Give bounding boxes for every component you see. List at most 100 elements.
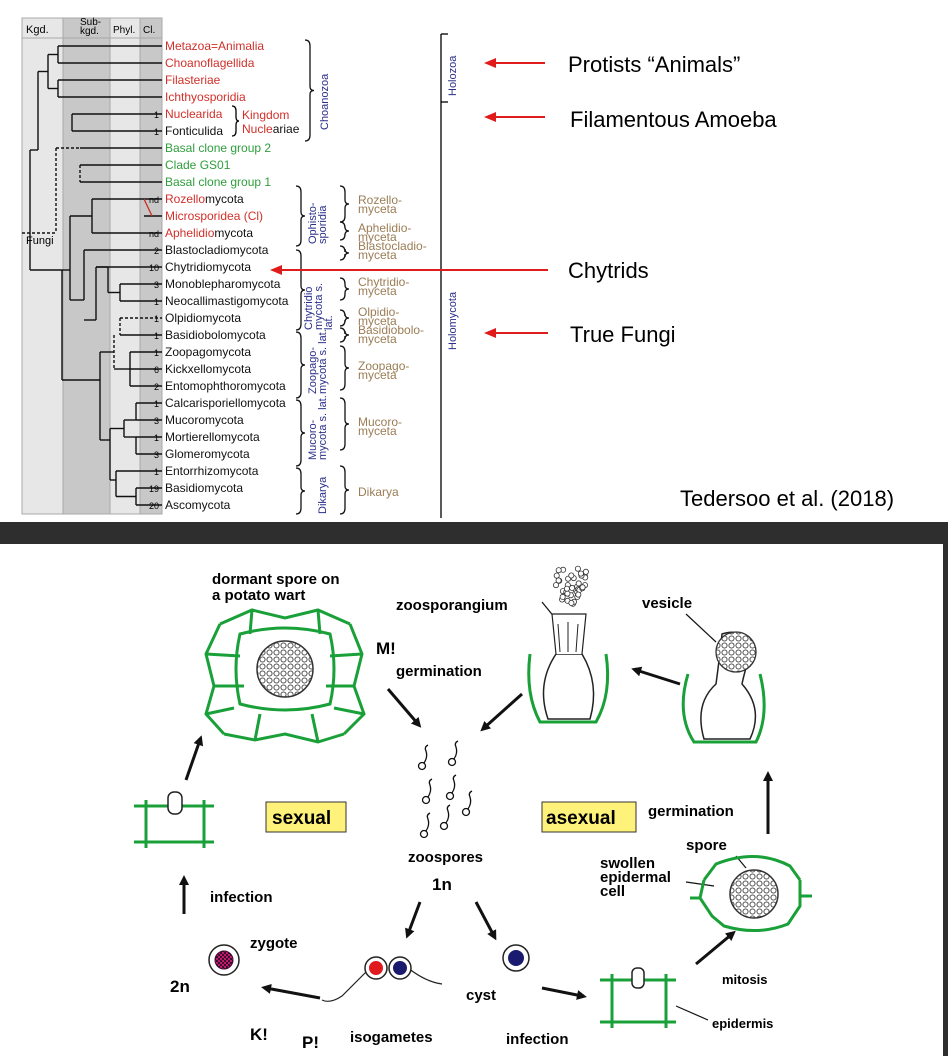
chytrids-arrow (270, 265, 548, 275)
infection-bottom-label: infection (506, 1031, 569, 1048)
taxon-count: 3 (154, 416, 159, 426)
germination-right-label: germination (648, 803, 734, 820)
protists-arrow (484, 58, 545, 68)
dikarya-vertical-label: Dikarya (317, 476, 329, 514)
taxon-label: Fonticulida (165, 124, 223, 138)
true-fungi-label: True Fungi (570, 322, 676, 347)
nucleariae-label: Nucleariae (242, 122, 300, 136)
isogametes-to-zygote-arrow (266, 988, 320, 998)
amoeba-label: Filamentous Amoeba (570, 107, 777, 132)
zoospores-icon (419, 741, 473, 838)
taxon-label: Basal clone group 1 (165, 175, 271, 189)
protists-label: Protists “Animals” (568, 52, 740, 77)
header-kgd: Kgd. (26, 24, 49, 36)
taxon-label: Aphelidiomycota (165, 226, 253, 240)
taxon-label: Ascomycota (165, 498, 231, 512)
taxon-label: Ichthyosporidia (165, 90, 246, 104)
fungi-label: Fungi (26, 235, 54, 247)
taxon-label: Basidiobolomycota (165, 328, 266, 342)
chytrids-label: Chytrids (568, 258, 649, 283)
sporangium-release-arrow (484, 694, 522, 728)
taxon-count: nd (149, 229, 159, 239)
group-name: Mucoro-myceta (358, 415, 402, 438)
group-name: Chytridio-myceta (358, 275, 409, 298)
ploidy-1n: 1n (432, 875, 452, 894)
group-name: Dikarya (358, 485, 399, 499)
epidermis-label: epidermis (712, 1016, 773, 1031)
taxon-count: 1 (154, 110, 159, 120)
cyst-label: cyst (466, 987, 496, 1004)
taxon-label: Kickxellomycota (165, 362, 251, 376)
taxon-count: 2 (154, 246, 159, 256)
choanozoa-label: Choanozoa (319, 73, 331, 130)
k-mark: K! (250, 1025, 268, 1044)
taxon-count: 1 (154, 127, 159, 137)
taxon-label: Rozellomycota (165, 192, 244, 206)
germination-arrow (388, 689, 418, 724)
zoosporangium-icon (529, 566, 608, 722)
vesicle-label: vesicle (642, 595, 692, 612)
zoopago-lat-label: Zoopago-mycota s. lat. (307, 329, 329, 394)
taxon-label: Filasteriae (165, 73, 221, 87)
taxon-label: Entorrhizomycota (165, 464, 259, 478)
sexual-label: sexual (272, 808, 331, 829)
citation: Tedersoo et al. (2018) (680, 486, 894, 511)
panel-separator (0, 522, 948, 544)
amoeba-arrow (484, 112, 545, 122)
taxon-label: Blastocladiomycota (165, 243, 269, 257)
isogametes-icon (322, 957, 442, 1001)
taxon-label: Calcarisporiellomycota (165, 396, 286, 410)
header-cl: Cl. (143, 25, 155, 36)
chytridio-lat-label: Chytridiomycota s.lat. (303, 283, 335, 330)
true-fungi-arrow (484, 328, 548, 338)
group-name: Basidiobolo-myceta (358, 323, 424, 346)
taxon-label: Olpidiomycota (165, 311, 241, 325)
m-mark: M! (376, 639, 396, 658)
asexual-label: asexual (546, 808, 616, 829)
zoospores-label: zoospores (408, 849, 483, 866)
taxon-count: 1 (154, 467, 159, 477)
taxon-count: 10 (149, 263, 159, 273)
group-name: Blastocladio-myceta (358, 239, 427, 262)
taxon-count: 1 (154, 314, 159, 324)
ophistosporidia-label: Ophisto-sporidia (307, 202, 329, 244)
penetrating-spore-icon (632, 968, 644, 988)
group-name: Zoopago-myceta (358, 359, 409, 382)
taxon-count: 2 (154, 382, 159, 392)
vesicle-icon (683, 632, 764, 742)
infection-spore-icon (168, 792, 182, 814)
left-up-arrow (186, 740, 200, 780)
taxon-label: Basal clone group 2 (165, 141, 271, 155)
taxon-count: 1 (154, 348, 159, 358)
taxon-count: 1 (154, 331, 159, 341)
taxon-label: Metazoa=Animalia (165, 39, 264, 53)
taxon-count: 1 (154, 399, 159, 409)
taxon-count: nd (149, 195, 159, 205)
header-subkgd: Sub-kgd. (80, 17, 101, 37)
taxon-count: 19 (149, 484, 159, 494)
taxon-count: 1 (154, 433, 159, 443)
vesicle-to-sporangium-arrow (636, 670, 680, 684)
swollen-cell-label: swollenepidermalcell (600, 855, 671, 900)
life-cycle-panel: dormant spore ona potato wart M! germina… (0, 544, 948, 1056)
ploidy-2n: 2n (170, 977, 190, 996)
taxon-label: Neocallimastigomycota (165, 294, 289, 308)
kingdom-label: Kingdom (242, 108, 289, 122)
taxon-count: 3 (154, 280, 159, 290)
taxon-label: Monoblepharomycota (165, 277, 281, 291)
p-mark: P! (302, 1033, 319, 1052)
mitosis-arrow (696, 934, 732, 964)
cyst-to-infection-arrow (542, 988, 582, 996)
mitosis-label: mitosis (722, 972, 768, 987)
zoosporangium-label: zoosporangium (396, 597, 508, 614)
taxon-label: Entomophthoromycota (165, 379, 286, 393)
dormant-spore-icon (257, 641, 313, 697)
taxon-label: Chytridiomycota (165, 260, 251, 274)
zygote-label: zygote (250, 935, 298, 952)
taxon-label: Mucoromycota (165, 413, 244, 427)
group-names: Rozello-mycetaAphelidio-mycetaBlastoclad… (358, 193, 427, 499)
zoospores-to-gametes-arrow (408, 902, 420, 934)
phylogeny-diagram: Kgd. Sub-kgd. Phyl. Cl. Metazoa=Animalia… (0, 0, 948, 522)
zoospores-to-cyst-arrow (476, 902, 494, 936)
taxon-count: 20 (149, 501, 159, 511)
